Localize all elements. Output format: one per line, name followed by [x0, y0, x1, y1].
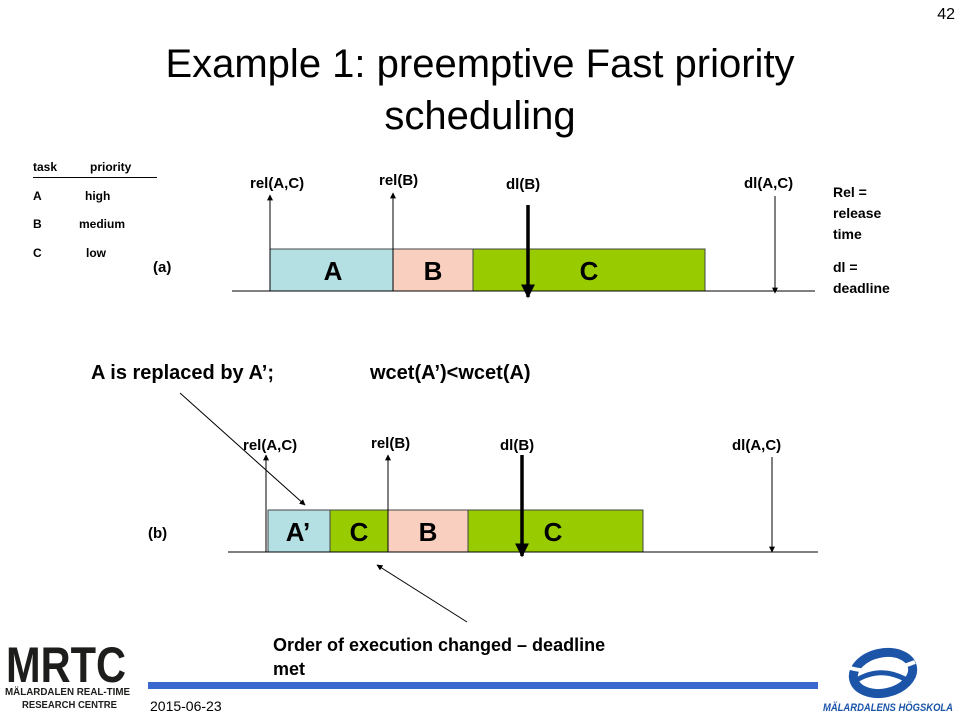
diagram-b-block-c1 — [329, 509, 389, 553]
diagram-a-label-rel-ac: rel(A,C) — [250, 175, 305, 192]
diagram-a-label-rel-b: rel(B) — [379, 172, 419, 189]
table-row-task: B — [33, 217, 42, 231]
pointer-arrow-order — [376, 564, 468, 623]
diagram-a-block-c — [472, 248, 706, 292]
mdh-logo-text: MÄLARDALENS HÖGSKOLA — [823, 701, 953, 714]
table-header-underline — [33, 177, 157, 178]
slide-date: 2015-06-23 — [150, 698, 222, 714]
statement-replaced: A is replaced by A’; — [91, 362, 275, 384]
diagram-b-block-c1-label: C — [350, 517, 369, 547]
footer-bar — [148, 682, 818, 689]
table-row-task: A — [33, 189, 42, 203]
title-line-2: scheduling — [384, 94, 576, 138]
order-line-2: met — [273, 659, 306, 679]
diagram-b-label-rel-b: rel(B) — [371, 435, 411, 452]
slide-number: 42 — [937, 6, 955, 23]
diagram-a-block-a-label: A — [324, 256, 343, 286]
diagram-a-block-c-label: C — [580, 256, 599, 286]
diagram-b-block-b — [387, 509, 469, 553]
mrtc-logo-line-1: MÄLARDALEN REAL-TIME — [5, 685, 130, 698]
diagram-a-block-b-label: B — [424, 256, 443, 286]
diagram-a-tag: (a) — [153, 259, 172, 276]
table-header-task: task — [33, 160, 58, 174]
mdh-logo-emblem-icon — [848, 647, 918, 699]
diagram-b-block-c2-label: C — [544, 517, 563, 547]
title-line-1: Example 1: preemptive Fast priority — [165, 42, 795, 86]
order-line-1: Order of execution changed – deadline — [273, 635, 606, 655]
diagram-b-label-dl-ac: dl(A,C) — [732, 437, 782, 454]
definition-rel-line-2: release — [833, 205, 882, 221]
diagram-a-label-dl-b: dl(B) — [506, 176, 541, 193]
table-row-priority: high — [85, 189, 111, 203]
definition-rel-line-3: time — [833, 226, 862, 242]
order-changed-text: Order of execution changed – deadline me… — [273, 633, 793, 681]
diagram-a-block-a — [269, 248, 394, 292]
table-row-priority: low — [86, 246, 106, 260]
definitions: Rel = release time dl = deadline — [833, 182, 953, 299]
mrtc-logo-line-2: RESEARCH CENTRE — [22, 700, 117, 711]
diagram-b-label-rel-ac: rel(A,C) — [243, 437, 298, 454]
mrtc-logo-text: MRTC — [6, 637, 126, 693]
table-header-priority: priority — [90, 160, 132, 174]
diagram-b-tag: (b) — [148, 525, 168, 542]
diagram-b-block-a-prime-label: A’ — [286, 517, 311, 547]
definition-rel-line-1: Rel = — [833, 184, 867, 200]
statement-wcet: wcet(A’)<wcet(A) — [370, 362, 531, 384]
pointer-arrow-statement — [179, 392, 306, 506]
table-row-priority: medium — [79, 217, 126, 231]
diagram-a-label-dl-ac: dl(A,C) — [744, 175, 794, 192]
table-row-task: C — [33, 246, 42, 260]
mrtc-logo: MRTC MÄLARDALEN REAL-TIME RESEARCH CENTR… — [5, 637, 130, 711]
definition-dl-line-2: deadline — [833, 280, 890, 296]
diagram-b-block-a-prime — [267, 509, 331, 553]
diagram-b-block-b-label: B — [419, 517, 438, 547]
slide-title: Example 1: preemptive Fast priority sche… — [60, 38, 900, 142]
diagram-b-label-dl-b: dl(B) — [500, 437, 535, 454]
definition-dl-line-1: dl = — [833, 259, 858, 275]
priority-table: task priority A high B medium C low — [33, 160, 158, 270]
